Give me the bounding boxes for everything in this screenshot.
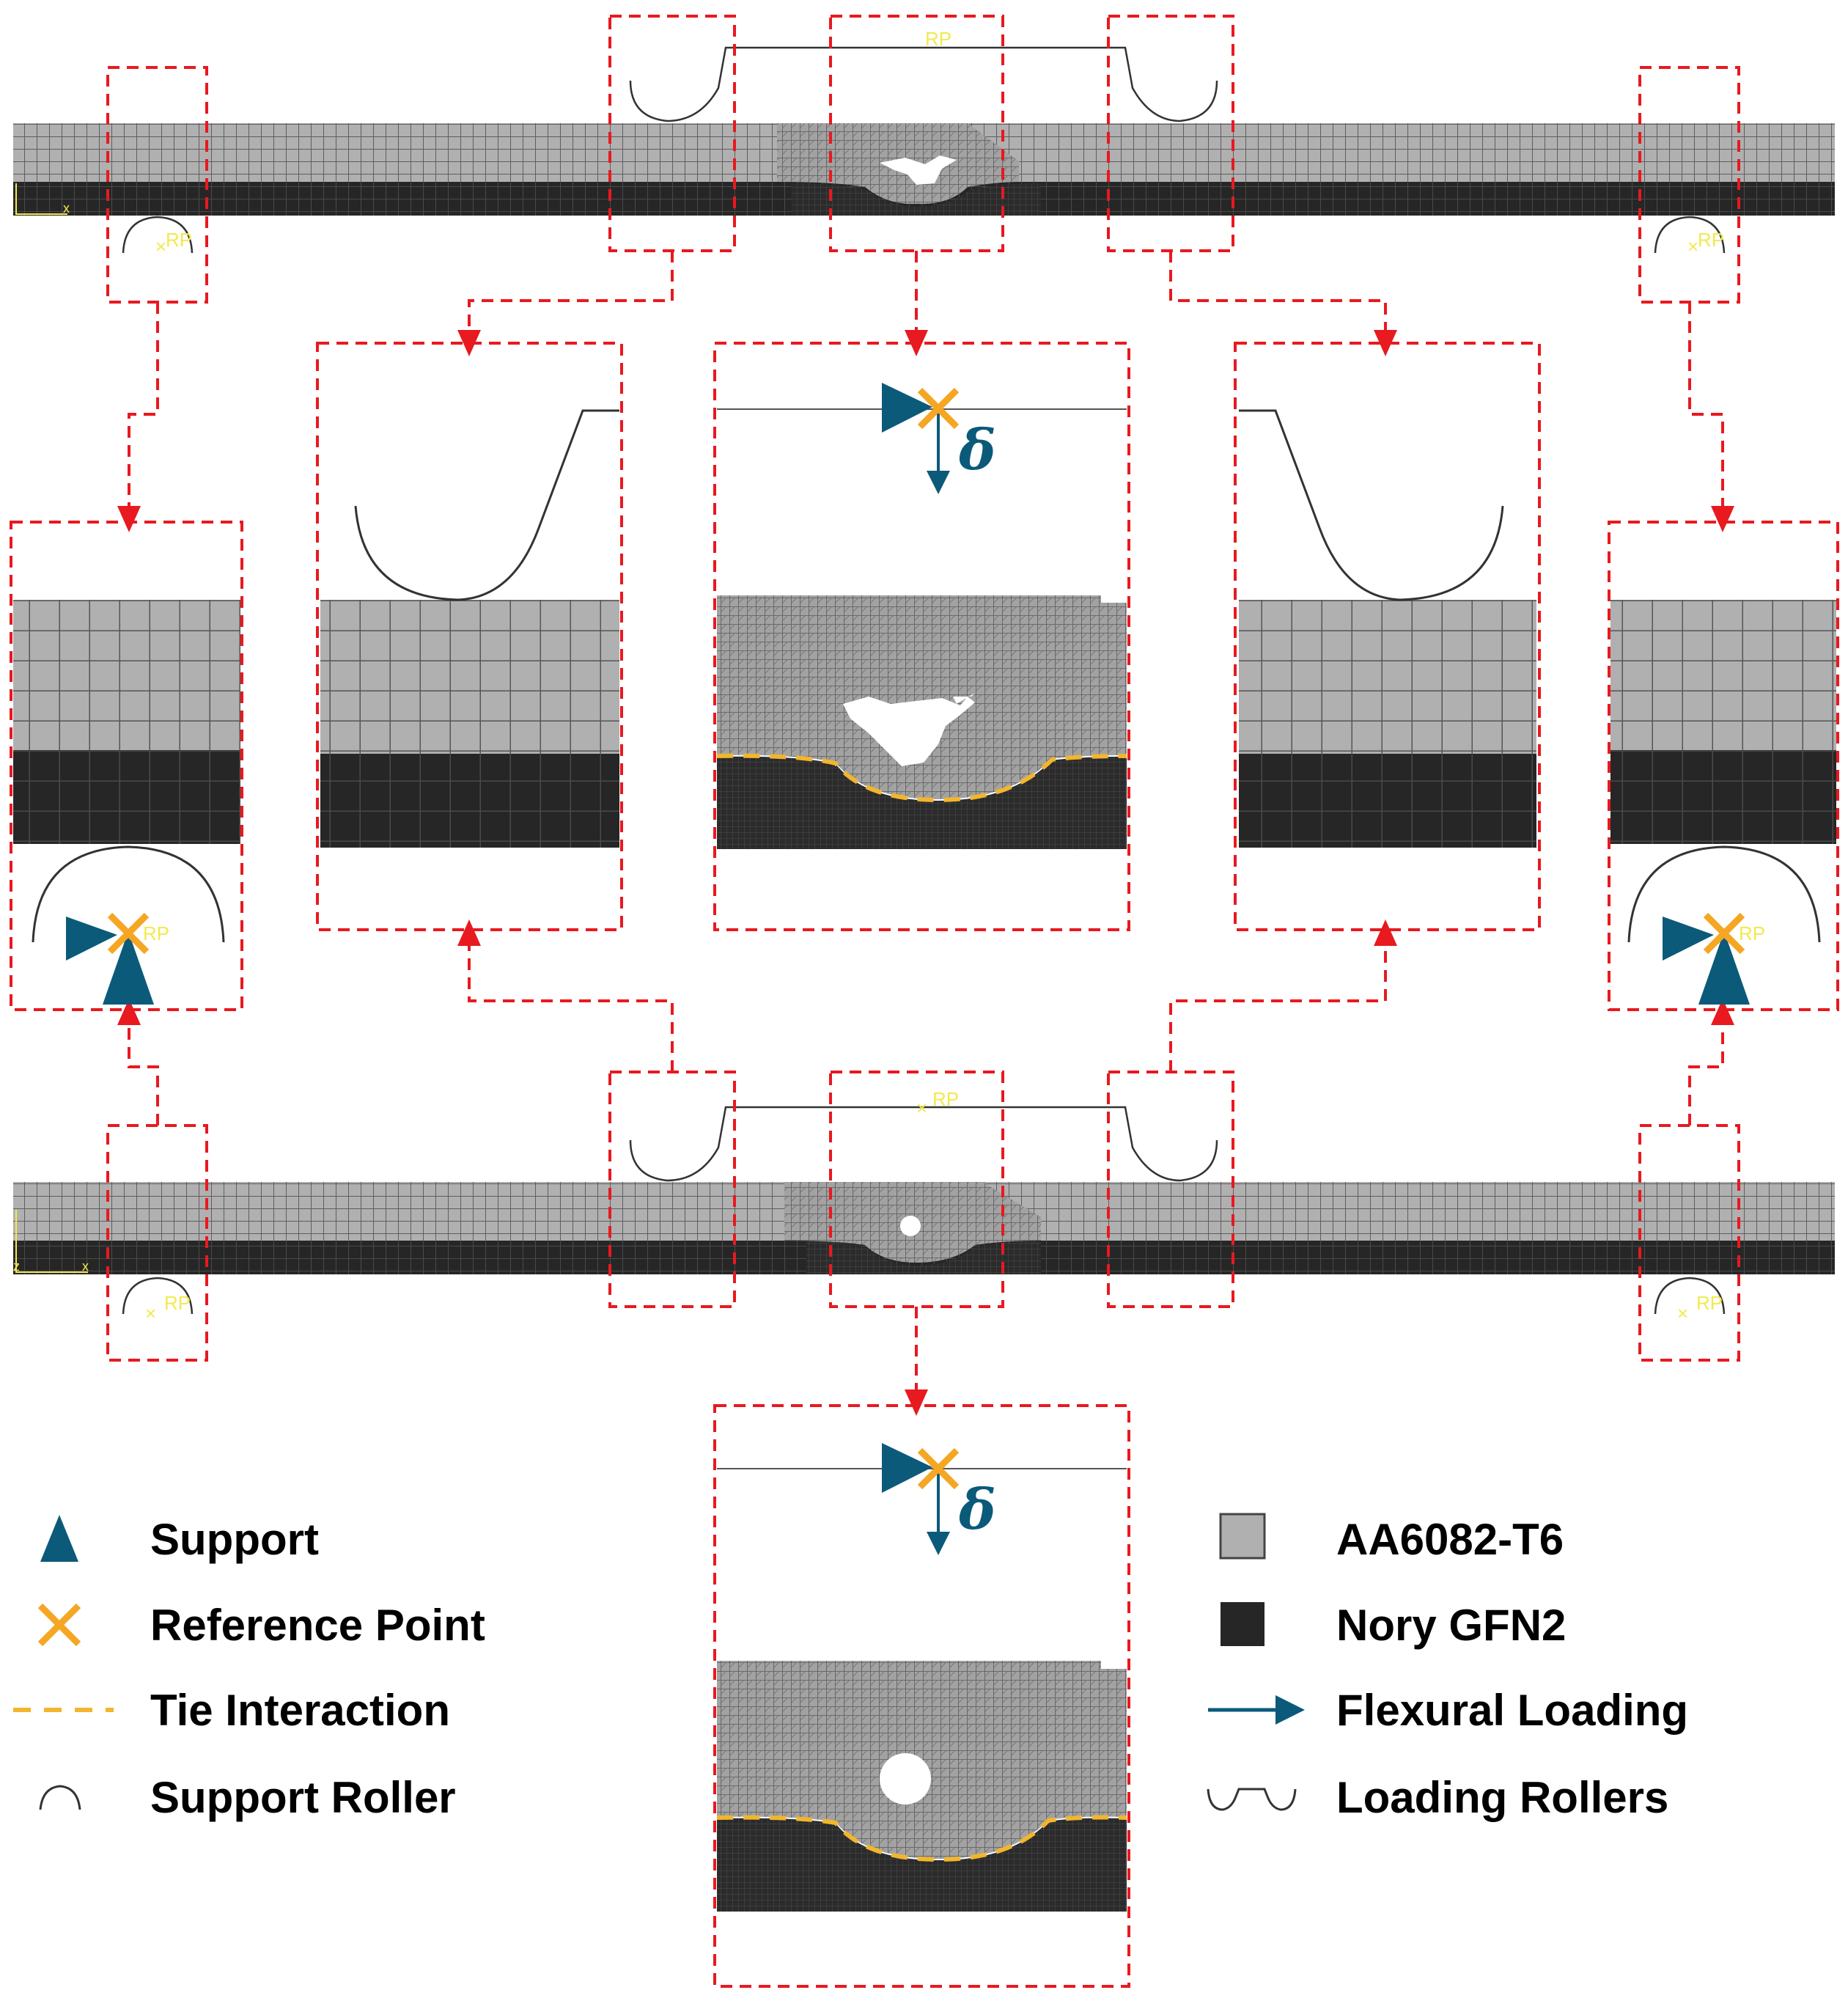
top-right-support-roller xyxy=(1654,216,1726,254)
zoom-top-centre: δ xyxy=(713,342,1130,931)
zoom-right-support: RP xyxy=(1608,521,1839,1011)
zoom-left-roller-arc xyxy=(32,845,225,943)
bottom-axis-label-z: z xyxy=(13,1259,20,1274)
zoom-left-polymer xyxy=(13,750,240,844)
top-left-rp-label: × xyxy=(155,235,166,257)
zoom-right-polymer xyxy=(1610,750,1836,844)
top-axis-triad xyxy=(15,183,67,215)
connector-bottom-right-support xyxy=(1688,999,1734,1126)
connector-top-right-support xyxy=(1688,302,1734,532)
connector-bottom-left-roller xyxy=(457,919,674,1072)
top-specimen: x RP × RP × RP xyxy=(13,28,1835,257)
zoom-bottom-centre-reference-cross-icon xyxy=(917,1447,960,1490)
legend-aluminium-swatch-icon xyxy=(1219,1513,1266,1560)
legend-aluminium-label: AA6082-T6 xyxy=(1336,1515,1564,1564)
zoom-left-roller xyxy=(316,342,623,931)
connector-top-left-roller xyxy=(457,251,674,356)
zoom-right-roller xyxy=(1234,342,1541,931)
connectors xyxy=(117,251,1734,1416)
box-top-centre xyxy=(829,15,1004,252)
bottom-axis-triad xyxy=(15,1210,88,1273)
zoom-right-roller-aluminium xyxy=(1239,600,1536,754)
zoom-bottom-centre-void xyxy=(880,1753,931,1804)
legend-reference-point-label: Reference Point xyxy=(150,1601,485,1650)
bottom-weld-polymer-zone xyxy=(806,1242,1041,1274)
zoom-bottom-centre-delta-label: δ xyxy=(958,1477,996,1542)
bottom-load-rp-cross: × xyxy=(916,1097,927,1119)
bottom-right-rp-cross: × xyxy=(1677,1302,1688,1324)
top-right-rp-label: × xyxy=(1687,235,1698,257)
legend-flexural-loading-label: Flexural Loading xyxy=(1336,1686,1688,1735)
bottom-loading-rollers xyxy=(629,1106,1218,1182)
zoom-right-roller-box xyxy=(1234,342,1541,931)
zoom-top-centre-reference-cross-icon xyxy=(917,387,960,430)
top-load-rp-label: RP xyxy=(925,28,951,50)
connector-bottom-right-roller xyxy=(1169,919,1397,1072)
zoom-right-support-triangle-icon xyxy=(1698,931,1750,1005)
zoom-top-centre-polymer-area xyxy=(717,756,1127,849)
zoom-left-support-arrow-icon xyxy=(66,917,117,961)
bottom-left-rp-label: RP xyxy=(164,1292,191,1314)
bottom-right-support-roller xyxy=(1654,1277,1726,1315)
zoom-left-roller-aluminium xyxy=(320,600,619,754)
zoom-left-aluminium xyxy=(13,600,240,750)
legend-support-triangle-icon xyxy=(40,1515,78,1562)
top-axis-label-x: x xyxy=(63,201,70,216)
legend-support-roller-label: Support Roller xyxy=(150,1773,456,1822)
zoom-top-centre-box xyxy=(713,342,1130,931)
top-left-rp-text: RP xyxy=(166,229,192,251)
legend-loading-rollers-label: Loading Rollers xyxy=(1336,1773,1668,1822)
zoom-right-support-box xyxy=(1608,521,1839,1011)
zoom-left-reference-cross-icon xyxy=(107,912,150,955)
bottom-load-rp-label: RP xyxy=(932,1088,959,1110)
zoom-right-rp-label: RP xyxy=(1739,922,1765,944)
zoom-right-reference-cross-icon xyxy=(1703,912,1745,955)
top-left-support-roller xyxy=(122,216,194,254)
zoom-right-support-arrow-icon xyxy=(1663,917,1714,961)
top-weld-polymer-zone xyxy=(792,183,1041,216)
zoom-bottom-centre: δ xyxy=(713,1404,1130,1988)
zoom-right-roller-polymer xyxy=(1239,754,1536,848)
bottom-left-support-roller xyxy=(122,1277,194,1315)
legend-loading-rollers-icon xyxy=(1207,1788,1297,1811)
bottom-axis-label-x: x xyxy=(82,1259,89,1274)
legend-support-roller-arc-icon xyxy=(39,1785,81,1810)
zoom-top-centre-void xyxy=(843,693,975,766)
legend-tie-interaction-label: Tie Interaction xyxy=(150,1686,450,1735)
bottom-right-rp-label: RP xyxy=(1696,1292,1723,1314)
connector-top-left-support xyxy=(117,302,159,532)
zoom-left-support: RP xyxy=(10,521,243,1011)
zoom-top-centre-tie-interaction xyxy=(716,753,1127,803)
zoom-bottom-centre-tie-interaction xyxy=(716,1815,1127,1862)
zoom-left-roller-profile xyxy=(354,409,619,601)
box-bottom-centre xyxy=(829,1071,1004,1308)
zoom-right-roller-arc xyxy=(1627,845,1821,943)
zoom-right-roller-profile xyxy=(1239,409,1504,601)
legend: Support Reference Point Tie Interaction … xyxy=(13,1513,1688,1822)
top-right-rp-text: RP xyxy=(1698,229,1724,251)
zoom-bottom-centre-support-arrow-icon xyxy=(882,1443,932,1493)
bottom-specimen: x z × RP × RP × RP xyxy=(13,1088,1835,1324)
top-loading-rollers xyxy=(629,46,1218,122)
connector-top-right-roller xyxy=(1169,251,1397,356)
zoom-left-support-triangle-icon xyxy=(103,931,154,1005)
legend-polymer-label: Nory GFN2 xyxy=(1336,1601,1566,1650)
bottom-void xyxy=(900,1216,921,1236)
legend-polymer-swatch-icon xyxy=(1221,1602,1264,1646)
zoom-left-rp-label: RP xyxy=(143,922,169,944)
zoom-top-centre-weld-area xyxy=(717,595,1127,799)
legend-support-label: Support xyxy=(150,1515,319,1564)
top-void xyxy=(880,155,957,185)
zoom-right-aluminium xyxy=(1610,600,1836,750)
zoom-top-centre-support-arrow-icon xyxy=(882,383,932,433)
zoom-left-roller-polymer xyxy=(320,754,619,848)
connector-bottom-left-support xyxy=(117,999,159,1126)
legend-reference-cross-icon xyxy=(37,1603,81,1647)
zoom-left-support-box xyxy=(10,521,243,1011)
zoom-left-roller-box xyxy=(316,342,623,931)
bottom-left-rp-cross: × xyxy=(145,1302,156,1324)
zoom-bottom-centre-box xyxy=(713,1404,1130,1988)
zoom-top-centre-delta-label: δ xyxy=(958,417,996,482)
